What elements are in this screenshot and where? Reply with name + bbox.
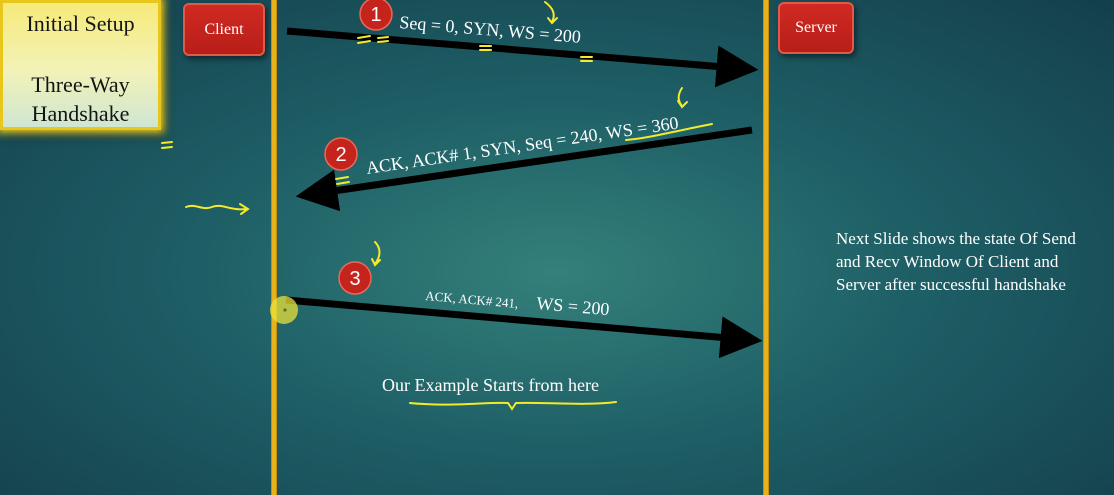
client-lifeline	[271, 0, 277, 495]
pointer-dot	[283, 308, 287, 312]
annotation-brace	[409, 401, 617, 411]
title-initial-setup: Initial Setup	[26, 11, 135, 36]
annotation-curl-3	[371, 241, 381, 267]
annotation-ticks-2	[335, 176, 350, 185]
annotation-ticks-1d	[580, 56, 593, 62]
title-box: Initial Setup Three-Way Handshake	[0, 0, 161, 130]
step-badge-3: 3	[338, 261, 372, 295]
server-lifeline	[763, 0, 769, 495]
message-3-label-small: ACK, ACK# 241,	[425, 288, 519, 311]
handwritten-annotations	[161, 1, 713, 411]
annotation-underline-2	[625, 123, 713, 141]
client-node-label: Client	[204, 21, 244, 38]
server-node-label: Server	[795, 19, 837, 36]
annotation-ticks-title	[161, 141, 173, 149]
step-badge-1-number: 1	[370, 4, 381, 26]
client-node: Client	[183, 3, 265, 56]
title-three-way-handshake: Three-Way Handshake	[31, 72, 130, 126]
step-badge-3-number: 3	[349, 268, 360, 290]
annotation-ticks-1a	[357, 35, 371, 44]
annotation-ticks-1c	[479, 45, 492, 51]
message-3-label-large: WS = 200	[536, 293, 611, 319]
example-start-note: Our Example Starts from here	[382, 375, 599, 395]
annotation-ticks-1b	[377, 36, 389, 43]
step-badge-1: 1	[359, 0, 393, 31]
server-node: Server	[778, 2, 854, 54]
message-2-arrow	[295, 126, 753, 212]
annotation-squiggle-arrow	[185, 203, 250, 215]
message-3-arrow	[285, 296, 763, 359]
annotation-curl-1	[544, 1, 558, 25]
step-badge-2-number: 2	[335, 144, 346, 166]
side-note: Next Slide shows the state Of Send and R…	[836, 229, 1076, 294]
annotation-curl-2	[677, 87, 688, 109]
step-badge-2: 2	[324, 137, 358, 171]
